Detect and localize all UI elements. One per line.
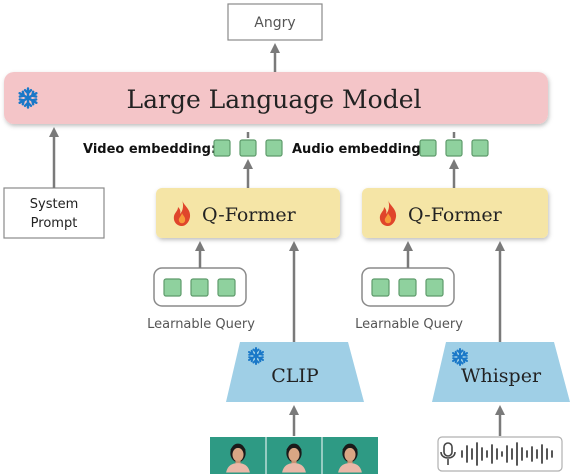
output-label: Angry xyxy=(254,15,295,31)
audio-input xyxy=(437,436,563,472)
learnable-query-token xyxy=(217,278,236,297)
learnable-query-audio-label: Learnable Query xyxy=(355,317,463,332)
system-prompt-node: System Prompt xyxy=(3,187,105,239)
system-prompt-line2: Prompt xyxy=(31,216,78,231)
video-embedding-label: Video embedding: xyxy=(83,142,216,157)
clip-encoder: CLIP xyxy=(226,342,364,402)
llm-block: Large Language Model xyxy=(4,72,548,124)
waveform xyxy=(461,442,553,466)
qformer-audio-label: Q-Former xyxy=(408,204,503,226)
learnable-query-token xyxy=(371,278,390,297)
audio-embedding-label: Audio embedding: xyxy=(292,142,426,157)
learnable-query-video-label: Learnable Query xyxy=(147,317,255,332)
video-frames xyxy=(210,437,378,474)
qformer-video-label: Q-Former xyxy=(202,204,297,226)
qformer-video-block: Q-Former xyxy=(156,188,340,238)
audio-embedding-token xyxy=(445,139,463,157)
llm-title: Large Language Model xyxy=(126,85,421,114)
video-embedding-token xyxy=(265,139,283,157)
clip-label: CLIP xyxy=(271,365,319,387)
learnable-query-token xyxy=(163,278,182,297)
learnable-query-video xyxy=(153,267,247,307)
learnable-query-token xyxy=(425,278,444,297)
microphone-icon xyxy=(440,442,456,465)
learnable-query-token xyxy=(190,278,209,297)
qformer-audio-block: Q-Former xyxy=(362,188,548,238)
audio-embedding-token xyxy=(471,139,489,157)
video-embedding-token xyxy=(239,139,257,157)
audio-embedding-tokens xyxy=(419,139,489,157)
learnable-query-audio xyxy=(361,267,455,307)
output-node: Angry xyxy=(227,3,323,41)
audio-embedding-token xyxy=(419,139,437,157)
system-prompt-line1: System xyxy=(30,197,78,212)
learnable-query-token xyxy=(398,278,417,297)
video-embedding-token xyxy=(213,139,231,157)
whisper-label: Whisper xyxy=(461,365,542,387)
video-embedding-tokens xyxy=(213,139,283,157)
whisper-encoder: Whisper xyxy=(432,342,570,402)
